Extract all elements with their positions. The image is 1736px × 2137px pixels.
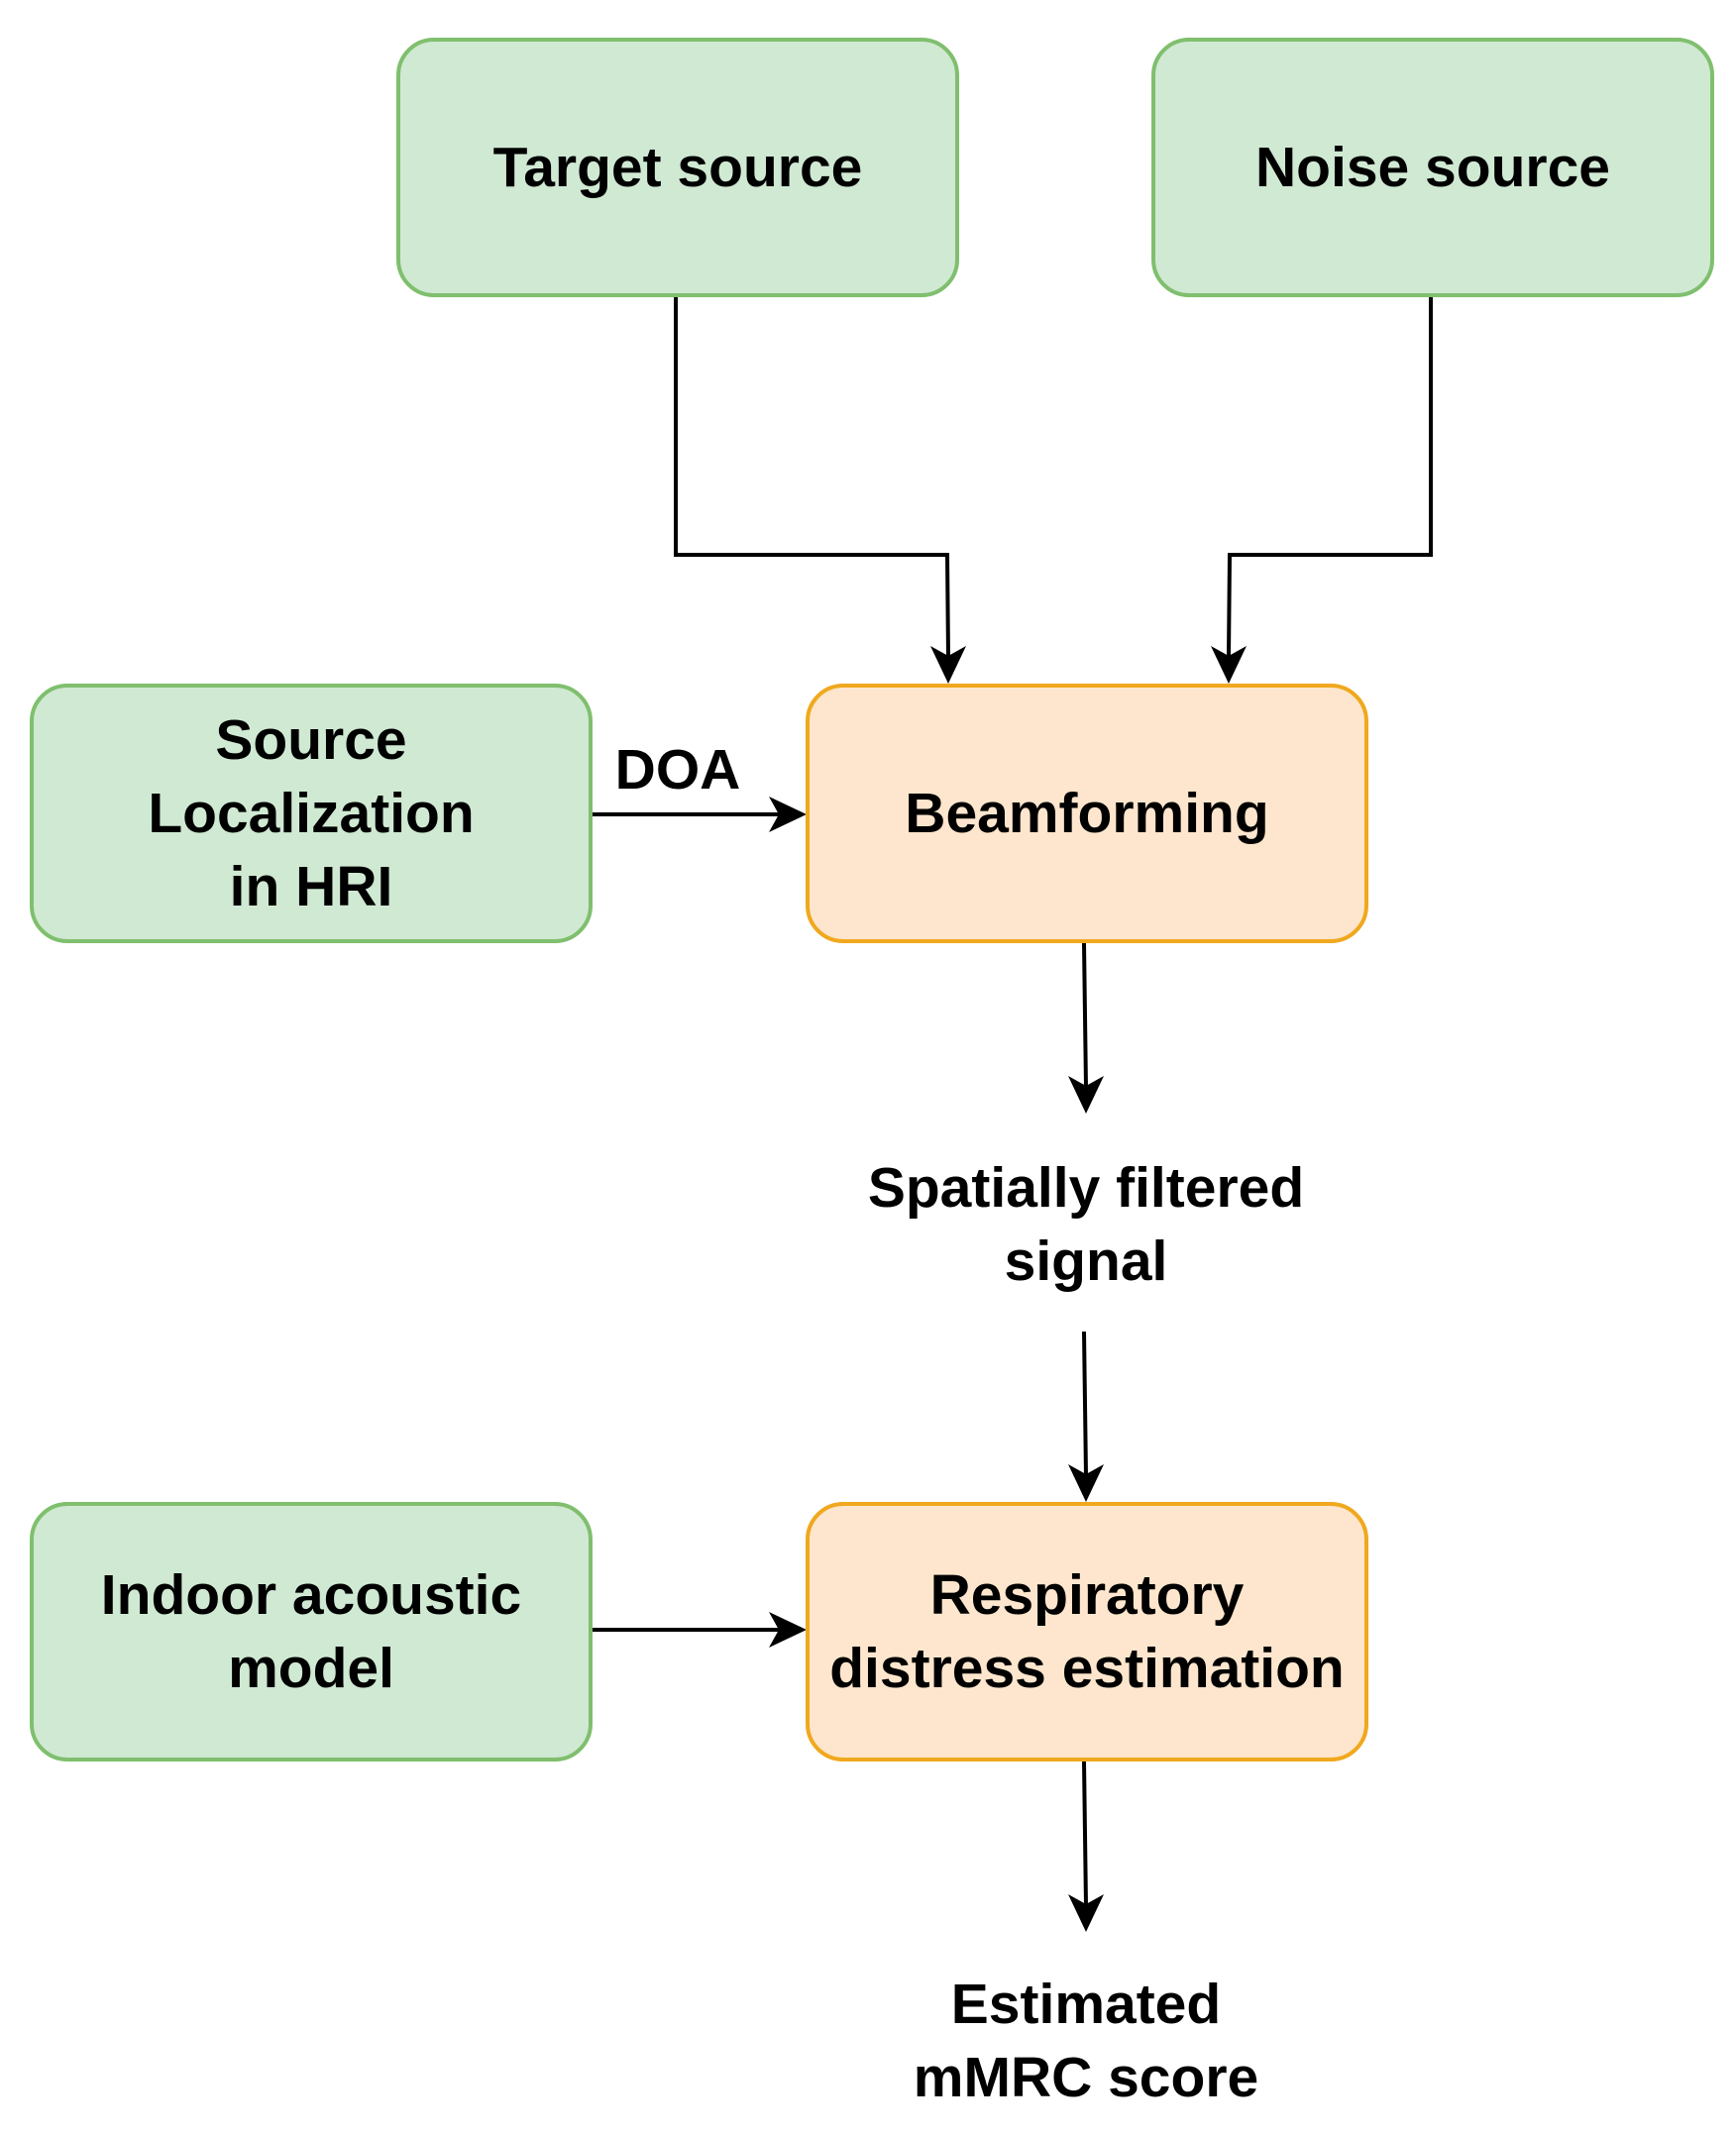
indoor-acoustic-model-label: Indoor acoustic model bbox=[100, 1563, 522, 1700]
arrowhead-respiratory-to-score bbox=[1068, 1894, 1104, 1932]
edge-noise-to-beamforming bbox=[1227, 297, 1433, 658]
source-localization-label: Source Localization in HRI bbox=[148, 708, 475, 918]
target-source-label: Target source bbox=[492, 136, 863, 199]
spatially-filtered-signal-label: Spatially filtered signal bbox=[867, 1156, 1305, 1293]
beamforming-label: Beamforming bbox=[905, 782, 1269, 845]
arrowhead-target-to-beamforming bbox=[930, 646, 966, 684]
noise-source-label: Noise source bbox=[1255, 136, 1610, 199]
respiratory-distress-estimation-label: Respiratory distress estimation bbox=[829, 1563, 1345, 1700]
edge-signal-to-respiratory bbox=[1082, 1331, 1088, 1477]
edge-respiratory-to-score bbox=[1082, 1761, 1088, 1907]
beamforming-box: Beamforming bbox=[806, 684, 1368, 943]
noise-source-box: Noise source bbox=[1151, 38, 1714, 297]
edge-beamforming-to-signal bbox=[1082, 942, 1088, 1089]
arrowhead-acoustic-to-respiratory bbox=[769, 1612, 807, 1648]
respiratory-distress-estimation-box: Respiratory distress estimation bbox=[806, 1502, 1368, 1762]
arrowhead-signal-to-respiratory bbox=[1068, 1464, 1104, 1502]
arrowhead-noise-to-beamforming bbox=[1211, 646, 1247, 684]
source-localization-box: Source Localization in HRI bbox=[30, 684, 593, 943]
doa-edge-label: DOA bbox=[614, 738, 741, 801]
estimated-score-label: Estimated mMRC score bbox=[913, 1973, 1259, 2109]
target-source-box: Target source bbox=[396, 38, 959, 297]
arrowhead-beamforming-to-signal bbox=[1068, 1076, 1104, 1114]
edge-target-to-beamforming bbox=[674, 297, 950, 658]
arrowhead-localization-to-beamforming bbox=[769, 797, 807, 832]
indoor-acoustic-model-box: Indoor acoustic model bbox=[30, 1502, 593, 1762]
